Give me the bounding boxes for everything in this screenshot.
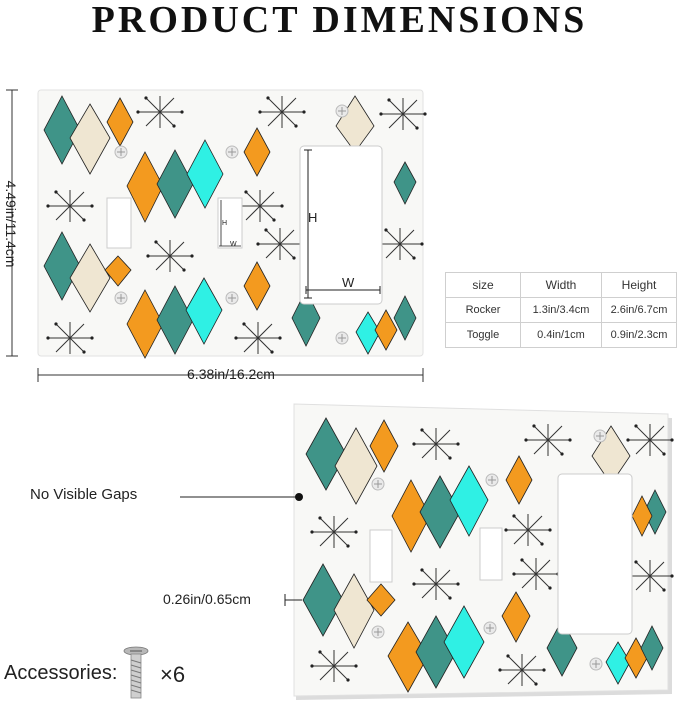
thickness-callout: 0.26in/0.65cm	[163, 591, 251, 607]
table-row: Rocker 1.3in/3.4cm 2.6in/6.7cm	[445, 297, 677, 323]
rocker-width-mark: W	[342, 275, 355, 290]
screw-icon	[123, 646, 149, 699]
toggle-height-mark: H	[222, 220, 228, 227]
accessories-label: Accessories:	[4, 662, 118, 684]
top-plate	[37, 89, 428, 359]
toggle-height: 0.9in/2.3cm	[601, 322, 677, 348]
toggle-width-mark: W	[230, 241, 237, 248]
page-title: PRODUCT DIMENSIONS	[91, 0, 588, 41]
toggle-opening-left	[106, 197, 132, 249]
rocker-height-mark: H	[308, 210, 318, 225]
rocker-opening	[299, 145, 383, 305]
toggle-opening-left-3d	[369, 529, 393, 583]
rocker-height: 2.6in/6.7cm	[601, 297, 677, 323]
rocker-opening-3d	[557, 473, 633, 635]
gaps-callout-dot	[295, 493, 303, 501]
no-gaps-callout: No Visible Gaps	[30, 486, 138, 503]
height-dimension-line	[6, 89, 18, 357]
width-header: Width	[520, 272, 602, 298]
width-dimension-line	[37, 368, 424, 382]
toggle-opening-middle-3d	[479, 527, 503, 581]
size-table: size Width Height Rocker 1.3in/3.4cm 2.6…	[445, 272, 677, 348]
size-table-header: size Width Height	[445, 272, 677, 298]
rocker-label: Rocker	[445, 297, 521, 323]
toggle-label: Toggle	[445, 322, 521, 348]
toggle-opening-middle	[217, 197, 243, 249]
toggle-width: 0.4in/1cm	[520, 322, 602, 348]
table-row: Toggle 0.4in/1cm 0.9in/2.3cm	[445, 322, 677, 348]
width-dimension-label: 6.38in/16.2cm	[187, 366, 275, 382]
height-header: Height	[601, 272, 677, 298]
height-dimension-label: 4.49in/11.4cm	[3, 180, 19, 268]
bottom-plate	[293, 403, 675, 700]
accessories-count: ×6	[160, 662, 186, 687]
rocker-width: 1.3in/3.4cm	[520, 297, 602, 323]
size-header: size	[445, 272, 521, 298]
